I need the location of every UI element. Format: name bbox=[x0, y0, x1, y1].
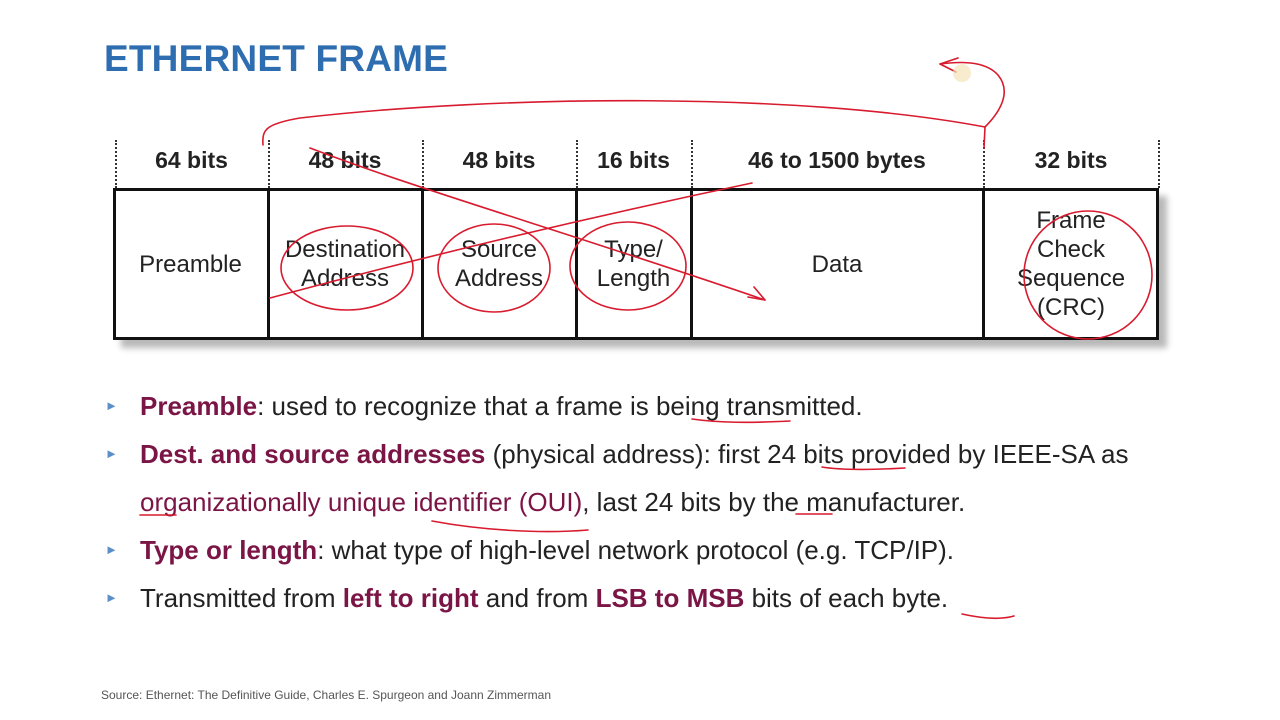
field-source-address: Source Address bbox=[454, 236, 544, 292]
bullet-triangle-icon: ► bbox=[105, 398, 118, 413]
bullet-text: , last 24 bits by the manufacturer. bbox=[582, 487, 966, 517]
size-tick bbox=[983, 140, 985, 188]
bullet-bold: Type or length bbox=[140, 535, 318, 565]
size-label-data: 46 to 1500 bytes bbox=[748, 147, 926, 173]
size-label-crc: 32 bits bbox=[1034, 147, 1108, 173]
size-tick bbox=[115, 140, 117, 188]
bullet-bold: left to right bbox=[342, 583, 479, 613]
bullet-list: ► Preamble: used to recognize that a fra… bbox=[102, 382, 1182, 622]
size-label-type: 16 bits bbox=[597, 147, 670, 173]
bullet-triangle-icon: ► bbox=[105, 446, 118, 461]
oui-highlight: organizationally unique identifier (OUI) bbox=[140, 487, 583, 517]
size-label-preamble: 64 bits bbox=[155, 147, 228, 173]
size-tick bbox=[268, 140, 270, 188]
size-tick bbox=[1158, 140, 1160, 188]
source-citation: Source: Ethernet: The Definitive Guide, … bbox=[101, 688, 552, 702]
bullet-text: : what type of high-level network protoc… bbox=[317, 535, 955, 565]
field-preamble: Preamble bbox=[139, 250, 242, 278]
bullet-type-length: ► Type or length: what type of high-leve… bbox=[102, 526, 1182, 574]
size-label-destination: 48 bits bbox=[308, 147, 382, 173]
bullet-transmission-order: ► Transmitted from left to right and fro… bbox=[102, 574, 1182, 622]
bullet-preamble: ► Preamble: used to recognize that a fra… bbox=[102, 382, 1182, 430]
field-divider bbox=[982, 188, 985, 340]
bullet-text: and from bbox=[478, 583, 596, 613]
bullet-text: Transmitted from bbox=[140, 583, 343, 613]
field-divider bbox=[267, 188, 270, 340]
bullet-text: : used to recognize that a frame is bein… bbox=[257, 391, 863, 421]
bullet-bold: Preamble bbox=[140, 391, 258, 421]
bullet-text: bits of each byte. bbox=[744, 583, 949, 613]
size-label-source: 48 bits bbox=[462, 147, 536, 173]
field-crc: Frame Check Sequence (CRC) bbox=[1016, 207, 1126, 321]
bullet-triangle-icon: ► bbox=[105, 542, 118, 557]
field-type-length: Type/ Length bbox=[596, 236, 671, 292]
bullet-bold: Dest. and source addresses bbox=[140, 439, 486, 469]
bullet-addresses: ► Dest. and source addresses (physical a… bbox=[102, 430, 1182, 526]
bullet-triangle-icon: ► bbox=[105, 590, 118, 605]
bullet-text: (physical address): first 24 bits provid… bbox=[485, 439, 1129, 469]
bullet-bold: LSB to MSB bbox=[595, 583, 745, 613]
field-destination-address: Destination Address bbox=[284, 236, 406, 292]
field-data: Data bbox=[811, 250, 863, 278]
